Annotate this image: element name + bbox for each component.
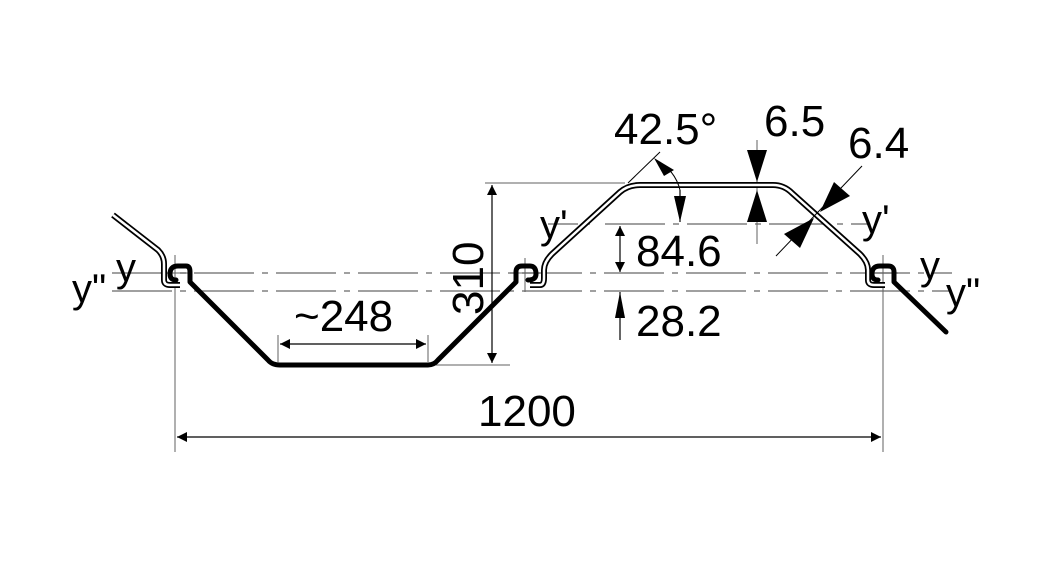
flange-thickness-label: 6.5 bbox=[764, 97, 825, 146]
dimension-angle: 42.5° bbox=[614, 105, 717, 222]
axis-label-y-double-prime-right: y" bbox=[946, 271, 980, 315]
profile-outline bbox=[111, 182, 885, 288]
web-thickness-label: 6.4 bbox=[848, 119, 909, 168]
offset-28-label: 28.2 bbox=[636, 297, 722, 346]
axis-label-y-double-prime-left: y" bbox=[72, 267, 106, 311]
axis-label-y-prime-left: y' bbox=[540, 203, 568, 247]
offset-84-label: 84.6 bbox=[636, 227, 722, 276]
angle-label: 42.5° bbox=[614, 105, 717, 154]
flange-width-label: ~248 bbox=[294, 292, 393, 341]
dimension-6-4: 6.4 bbox=[775, 119, 909, 257]
axis-label-y-left: y bbox=[116, 246, 136, 290]
height-label: 310 bbox=[444, 242, 493, 315]
width-label: 1200 bbox=[478, 387, 576, 436]
axis-labels: y y" y' y' y y" bbox=[72, 198, 980, 315]
profile-thick bbox=[167, 263, 949, 368]
dimension-310: 310 bbox=[444, 185, 497, 363]
dimension-6-5: 6.5 bbox=[747, 97, 825, 222]
dimension-248: ~248 bbox=[280, 292, 426, 349]
dimension-axis-offsets: 84.6 28.2 bbox=[615, 226, 722, 346]
axis-label-y-right: y bbox=[920, 244, 940, 288]
axis-label-y-prime-right: y' bbox=[862, 198, 890, 242]
dimension-1200: 1200 bbox=[177, 387, 881, 442]
